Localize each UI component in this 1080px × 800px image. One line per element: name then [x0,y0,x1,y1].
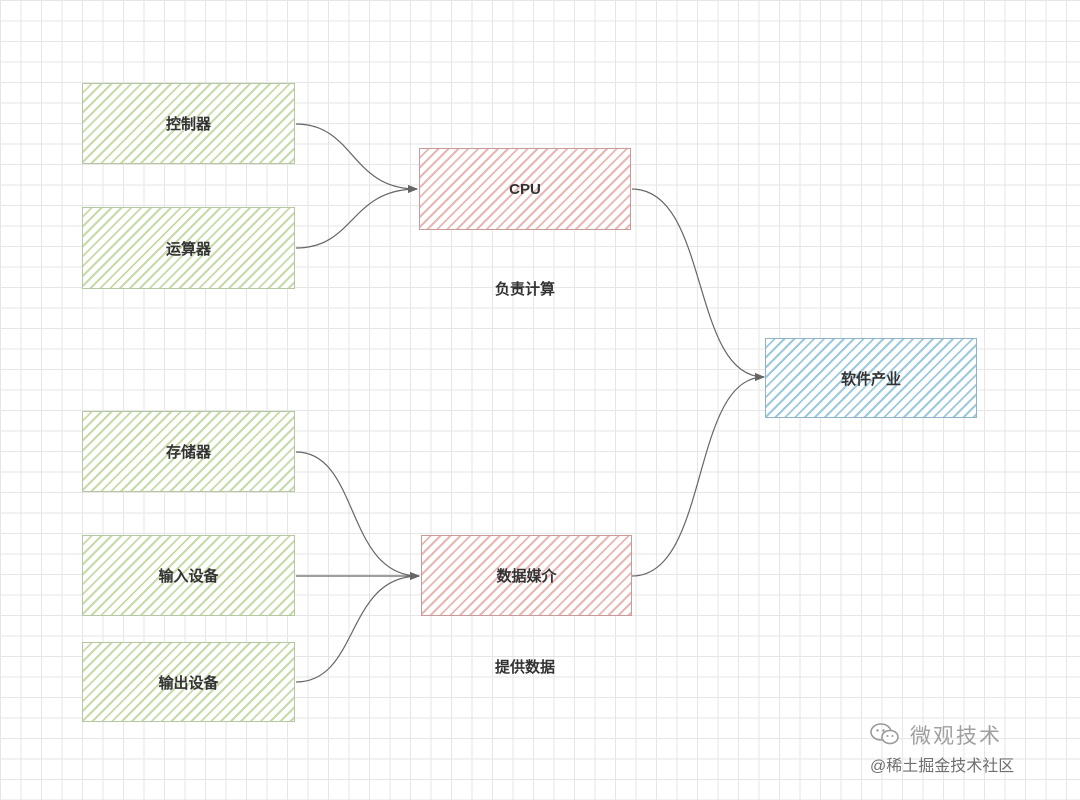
node-input-device[interactable]: 输入设备 [82,535,295,616]
node-cpu[interactable]: CPU [419,148,631,230]
node-data-medium[interactable]: 数据媒介 [421,535,632,616]
watermark-title: 微观技术 [910,725,1002,748]
watermark-subtitle: @稀土掘金技术社区 [870,758,1015,775]
wechat-icon [870,723,899,745]
edge-output-to-medium [295,572,420,683]
node-software-industry[interactable]: 软件产业 [765,338,977,418]
caption-medium-role: 提供数据 [494,659,555,676]
node-data-medium-label: 数据媒介 [496,568,557,585]
node-input-device-label: 输入设备 [158,568,219,585]
node-output-device-label: 输出设备 [158,674,219,692]
node-storage-label: 存储器 [165,444,211,461]
edge-alu-to-cpu [295,185,418,249]
node-cpu-label: CPU [509,180,541,198]
watermark: 微观技术 @稀土掘金技术社区 [870,720,1060,780]
node-storage[interactable]: 存储器 [82,411,295,492]
edge-controller-to-cpu [295,123,418,193]
node-alu[interactable]: 运算器 [82,207,295,289]
node-controller-label: 控制器 [165,116,211,133]
edge-medium-to-software [631,373,765,577]
node-output-device[interactable]: 输出设备 [82,642,295,722]
caption-cpu-role: 负责计算 [494,281,555,298]
node-alu-label: 运算器 [165,240,211,258]
node-software-industry-label: 软件产业 [840,370,901,388]
node-controller[interactable]: 控制器 [82,83,295,164]
edge-storage-to-medium [295,451,420,580]
edge-cpu-to-software [631,188,765,381]
